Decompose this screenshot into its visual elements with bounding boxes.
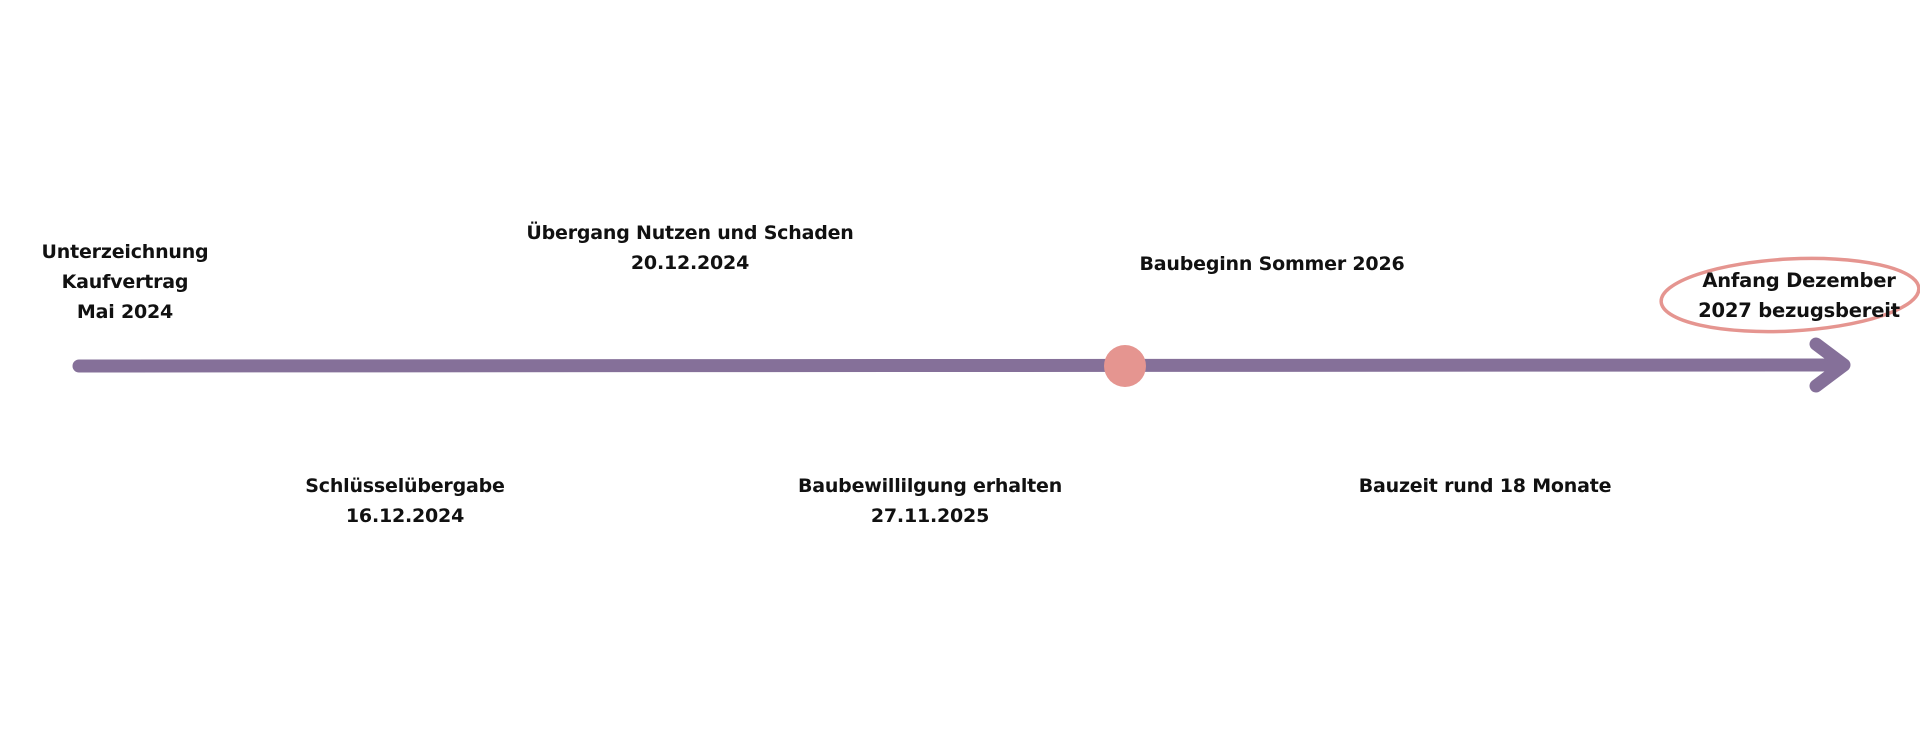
- milestone-title: Anfang Dezember: [1702, 269, 1896, 292]
- milestone-date: 2027 bezugsbereit: [1698, 299, 1900, 322]
- timeline-line: [72, 358, 1849, 373]
- milestone-title: Schlüsselübergabe: [305, 475, 505, 497]
- milestone-date: 20.12.2024: [630, 252, 750, 274]
- arrowhead-icon: [1809, 337, 1851, 393]
- milestone-title: Kaufvertrag: [61, 271, 189, 293]
- milestone-kaufvertrag: Unterzeichnung Kaufvertrag Mai 2024: [42, 237, 209, 327]
- milestone-uebergang-nutzen: Übergang Nutzen und Schaden 20.12.2024: [526, 218, 853, 278]
- milestone-title: Baubeginn Sommer 2026: [1139, 253, 1405, 275]
- current-position-marker: [1104, 345, 1146, 387]
- milestone-bezugsbereit: Anfang Dezember 2027 bezugsbereit: [1698, 266, 1900, 326]
- milestone-baubewilligung: Baubewillilgung erhalten 27.11.2025: [798, 471, 1062, 531]
- milestone-title: Unterzeichnung: [41, 241, 209, 263]
- milestone-date: Mai 2024: [76, 301, 174, 323]
- milestone-date: 27.11.2025: [870, 505, 990, 527]
- milestone-schluesseluebergabe: Schlüsselübergabe 16.12.2024: [305, 471, 505, 531]
- milestone-title: Baubewillilgung erhalten: [797, 475, 1063, 497]
- milestone-date: 16.12.2024: [345, 505, 465, 527]
- milestone-bauzeit: Bauzeit rund 18 Monate: [1359, 471, 1612, 501]
- milestone-title: Übergang Nutzen und Schaden: [526, 222, 854, 244]
- milestone-baubeginn: Baubeginn Sommer 2026: [1140, 249, 1405, 279]
- milestone-title: Bauzeit rund 18 Monate: [1358, 475, 1612, 497]
- highlight-ring: [1659, 256, 1920, 334]
